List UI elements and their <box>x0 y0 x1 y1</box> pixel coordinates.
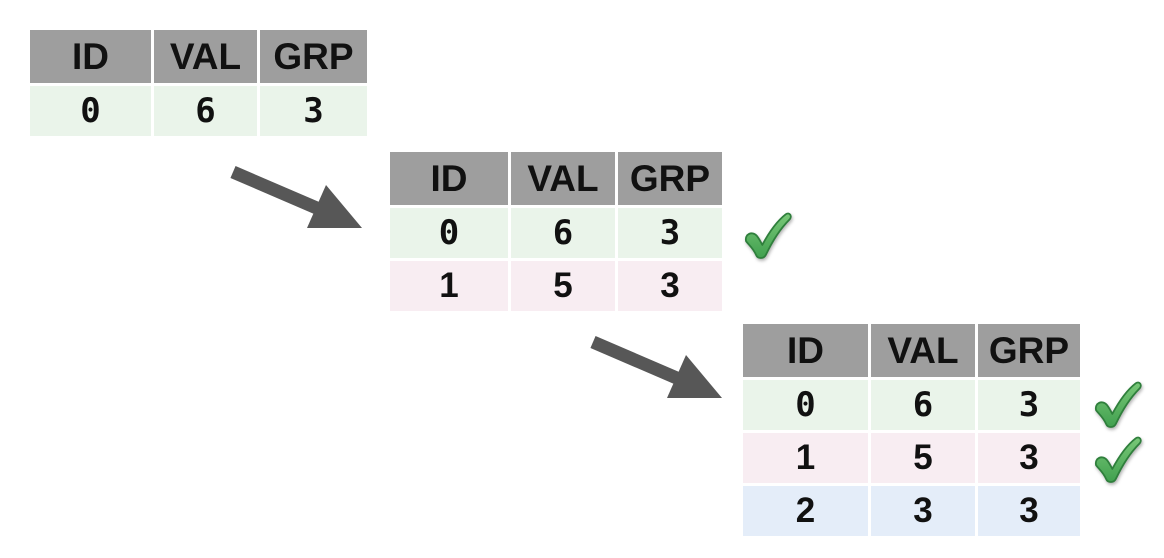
cell-id: 1 <box>390 261 508 311</box>
arrow-down-right-icon <box>226 164 366 236</box>
check-icon <box>744 212 792 259</box>
cell-id: 0 <box>30 86 151 136</box>
header-val: VAL <box>154 30 257 83</box>
header-id: ID <box>743 324 868 377</box>
cell-val: 6 <box>511 208 615 258</box>
check-icon <box>1094 381 1142 428</box>
table-step-3: ID VAL GRP 0 6 3 1 5 3 2 3 3 <box>743 324 1080 536</box>
cell-grp: 3 <box>618 261 722 311</box>
header-id: ID <box>30 30 151 83</box>
arrow-down-right-icon <box>586 334 726 406</box>
header-grp: GRP <box>978 324 1080 377</box>
header-val: VAL <box>511 152 615 205</box>
cell-grp: 3 <box>978 486 1080 536</box>
cell-val: 6 <box>154 86 257 136</box>
cell-val: 5 <box>511 261 615 311</box>
cell-val: 6 <box>871 380 975 430</box>
header-grp: GRP <box>260 30 367 83</box>
table-step-2: ID VAL GRP 0 6 3 1 5 3 <box>390 152 722 311</box>
cell-grp: 3 <box>618 208 722 258</box>
cell-grp: 3 <box>978 380 1080 430</box>
cell-val: 3 <box>871 486 975 536</box>
cell-grp: 3 <box>260 86 367 136</box>
header-val: VAL <box>871 324 975 377</box>
header-id: ID <box>390 152 508 205</box>
cell-id: 2 <box>743 486 868 536</box>
cell-grp: 3 <box>978 433 1080 483</box>
cell-val: 5 <box>871 433 975 483</box>
check-icon <box>1094 436 1142 483</box>
cell-id: 1 <box>743 433 868 483</box>
table-step-1: ID VAL GRP 0 6 3 <box>30 30 367 136</box>
cell-id: 0 <box>743 380 868 430</box>
cell-id: 0 <box>390 208 508 258</box>
header-grp: GRP <box>618 152 722 205</box>
